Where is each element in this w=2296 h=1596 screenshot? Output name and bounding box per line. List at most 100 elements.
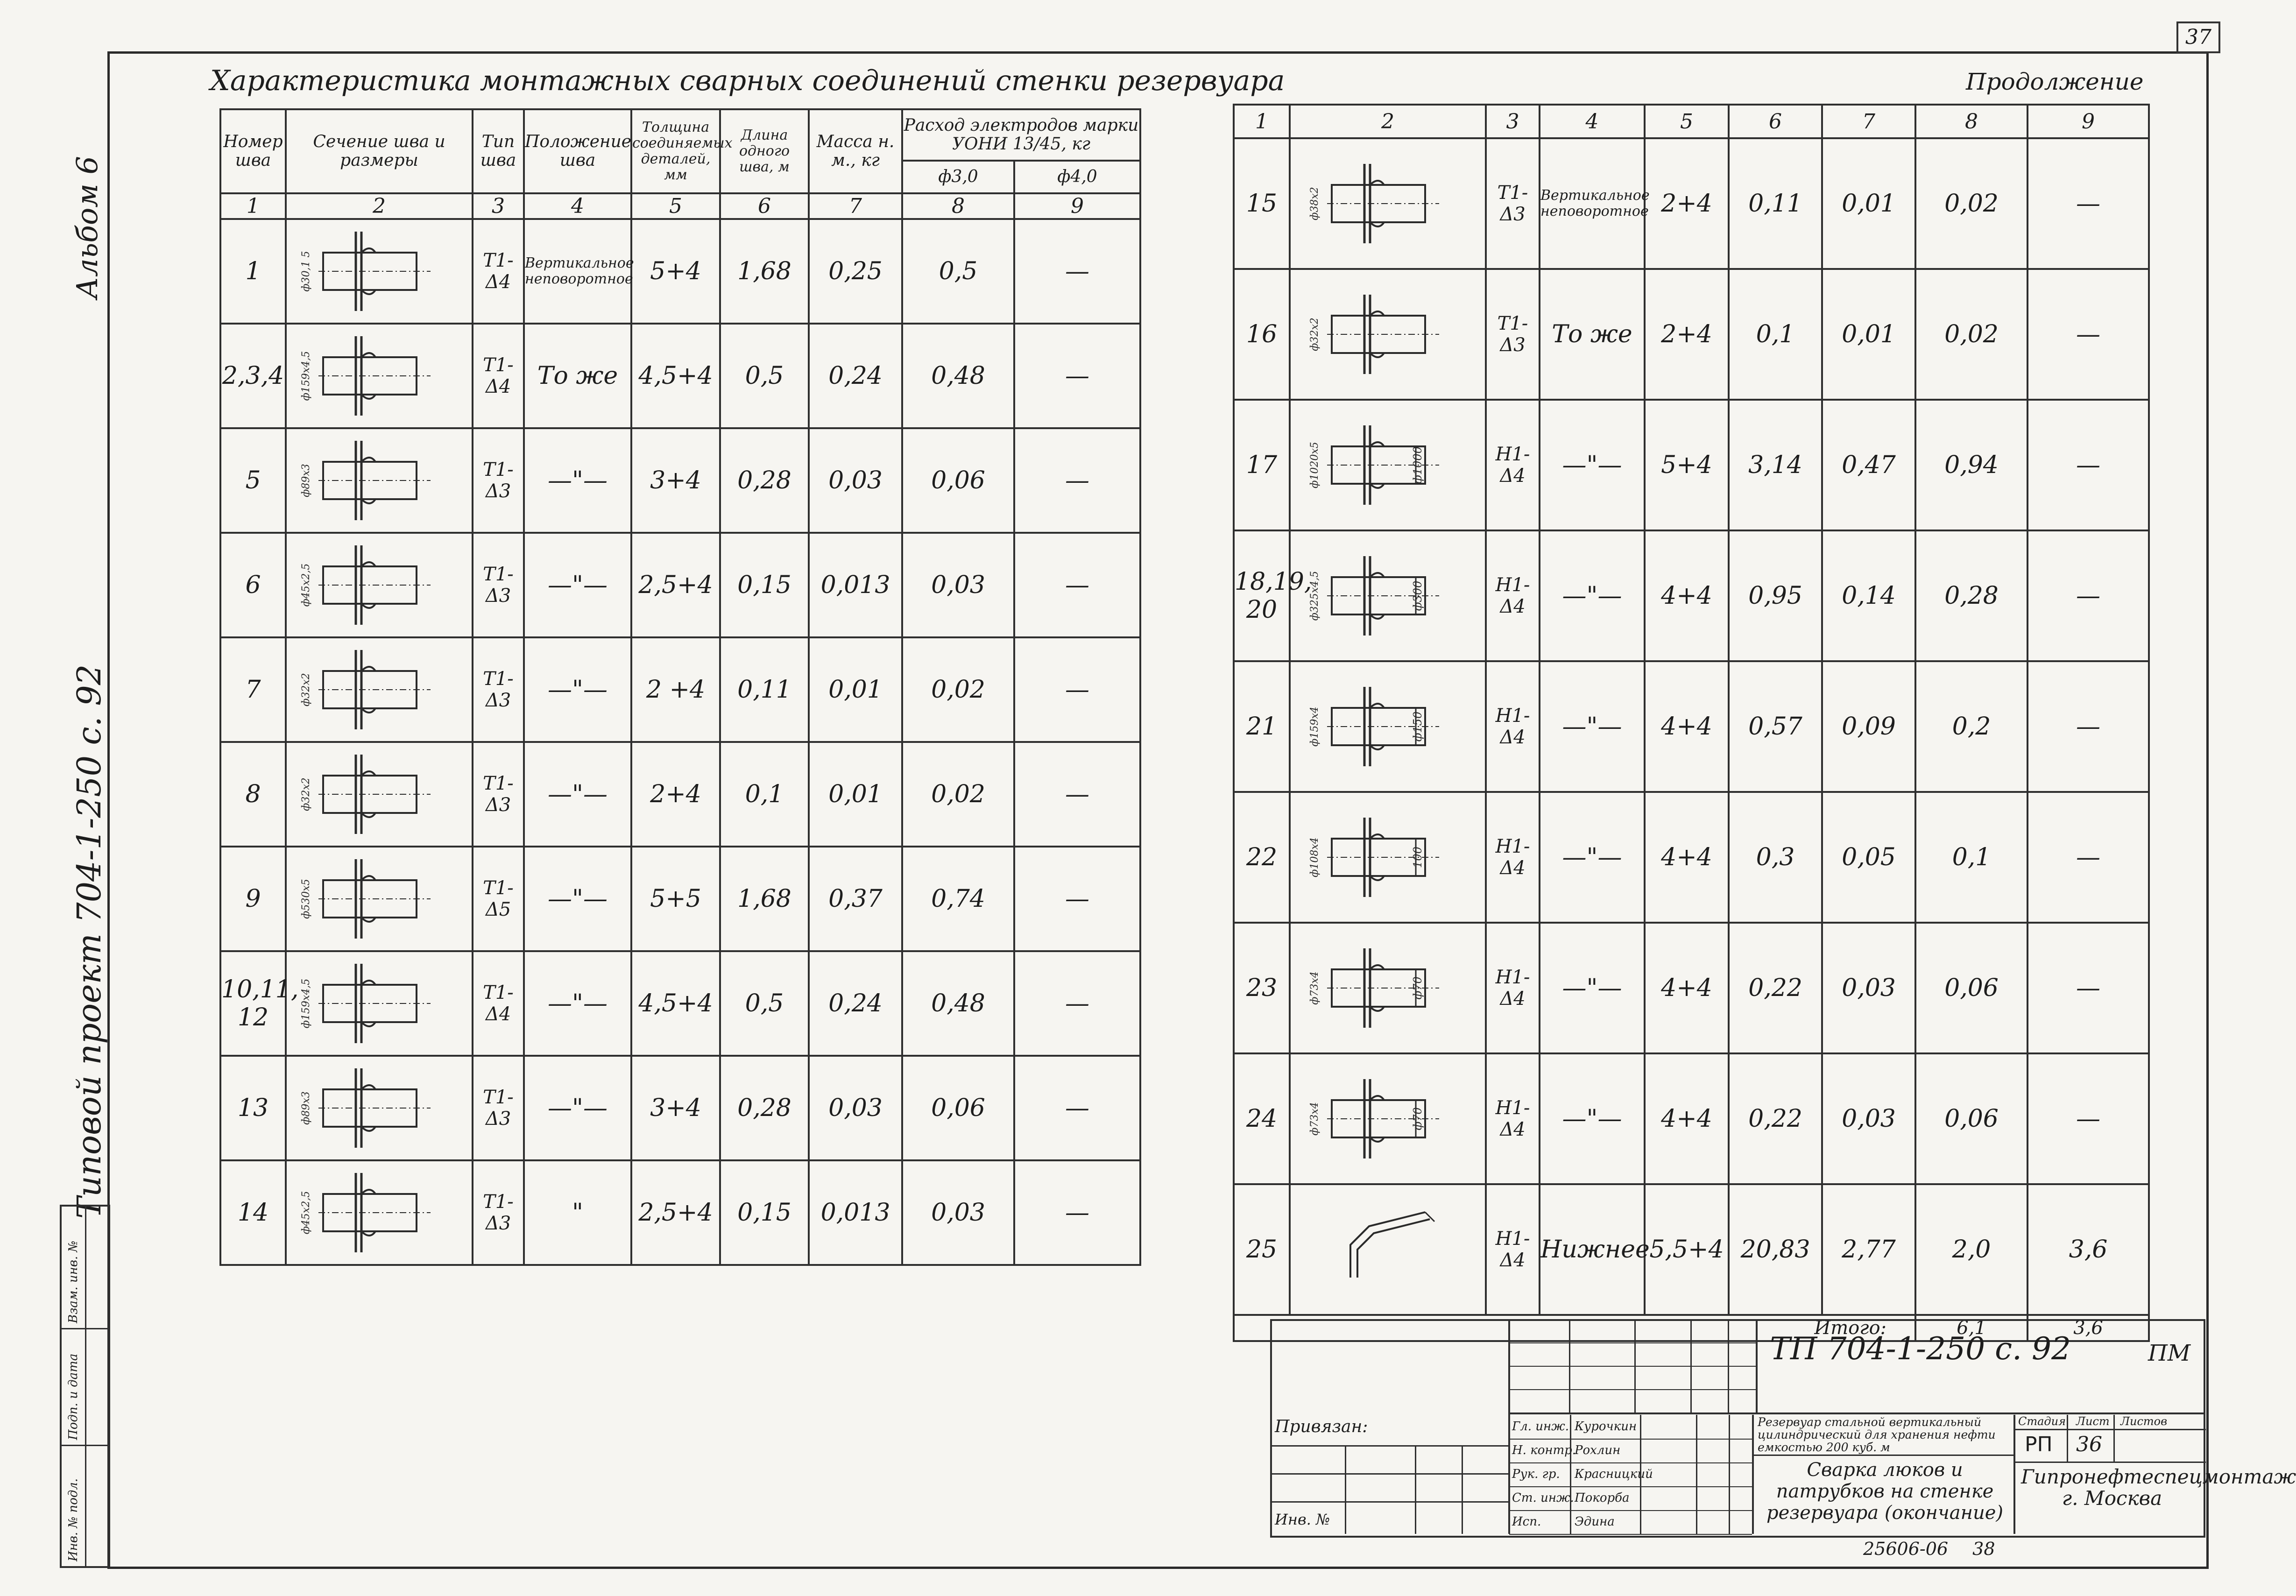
- signature-name: Покорба: [1575, 1491, 1630, 1505]
- side-dimension-label: ф300: [1411, 581, 1424, 611]
- weld-position: Нижнее: [1539, 1183, 1650, 1316]
- pipe-dimension-label: ф530х5: [300, 879, 312, 919]
- electrode-d4: —: [1013, 218, 1141, 325]
- weld-length: 0,28: [719, 1055, 810, 1161]
- joint-thickness: 3+4: [630, 1055, 721, 1161]
- weld-length: 0,1: [719, 741, 810, 847]
- electrode-d3: 0,02: [1915, 268, 2028, 401]
- electrode-d4: —: [2027, 268, 2150, 401]
- weld-length: 0,15: [719, 1159, 810, 1266]
- electrode-d4: —: [2027, 791, 2150, 924]
- column-number: 8: [901, 192, 1015, 220]
- signature-role: Рук. гр.: [1512, 1467, 1560, 1481]
- weld-bead: [1369, 703, 1385, 709]
- weld-section-sketch: ф45х2,5: [300, 1173, 431, 1252]
- weld-length: 20,83: [1728, 1183, 1823, 1316]
- weld-position: —"—: [1539, 399, 1646, 531]
- weld-bead: [360, 1021, 376, 1027]
- weld-length: 0,3: [1728, 791, 1823, 924]
- weld-bead: [360, 457, 376, 463]
- weld-mass: 0,25: [808, 218, 903, 325]
- weld-number: 17: [1233, 399, 1291, 531]
- weld-type: Т1-Δ3: [472, 427, 525, 534]
- weld-position: —"—: [523, 741, 632, 847]
- signature-col-divider: [1570, 1415, 1571, 1534]
- weld-section-sketch: ф32х2: [1309, 295, 1439, 374]
- weld-position: То же: [1539, 268, 1646, 401]
- weld-section-sketch: ф530х5: [300, 859, 431, 939]
- side-dimension-label: ф70: [1411, 976, 1424, 999]
- weld-type: Т1-Δ3: [472, 636, 525, 743]
- archive-number: 25606-06 38: [1863, 1539, 1995, 1559]
- signature-name: Рохлин: [1575, 1443, 1621, 1457]
- weld-mass: 0,01: [808, 741, 903, 847]
- electrode-d3: 0,2: [1915, 660, 2028, 793]
- sheet-title: Сварка люков и патрубков на стенке резер…: [1766, 1459, 2003, 1524]
- weld-type: Т1-Δ3: [1485, 268, 1540, 401]
- column-number: 2: [1289, 104, 1487, 139]
- weld-position: —"—: [1539, 1052, 1646, 1185]
- weld-type: Н1-Δ4: [1485, 1052, 1540, 1185]
- weld-type: Н1-Δ4: [1485, 922, 1540, 1054]
- stage-box: Стадия Лист Листов РП 36 Гипронефтеспецм…: [2013, 1415, 2296, 1534]
- column-number: 6: [719, 192, 810, 220]
- weld-number: 18,19, 20: [1233, 530, 1312, 662]
- weld-position: —"—: [1539, 530, 1646, 662]
- tank-description: Резервуар стальной вертикальный цилиндри…: [1758, 1415, 1996, 1454]
- signature-row: Ст. инж.Покорба: [1509, 1486, 1752, 1511]
- stage-value: РП: [2025, 1433, 2053, 1456]
- weld-section-sketch: ф32х2: [300, 650, 431, 729]
- total-label: Итого:: [1233, 1314, 1916, 1342]
- column-number: 5: [1644, 104, 1730, 139]
- description-box: Резервуар стальной вертикальный цилиндри…: [1752, 1415, 2015, 1534]
- weld-number: 23: [1233, 922, 1291, 1054]
- weld-mass: 0,37: [808, 846, 903, 952]
- weld-number: 10,11, 12: [219, 950, 298, 1057]
- side-dimension-label: ф70: [1411, 1107, 1424, 1130]
- weld-bead: [360, 770, 376, 777]
- total-d3: 6,1: [1915, 1314, 2028, 1342]
- electrode-d3: 0,03: [901, 1159, 1015, 1266]
- weld-bead: [360, 247, 376, 254]
- weld-type: Т1-Δ3: [472, 741, 525, 847]
- electrode-d4: —: [1013, 323, 1141, 429]
- column-number: 3: [1485, 104, 1540, 139]
- inv-label: Инв. №: [1275, 1511, 1330, 1528]
- electrode-d4: —: [1013, 1055, 1141, 1161]
- electrode-d4: —: [2027, 399, 2150, 531]
- header-consumption: Расход электродов марки УОНИ 13/45, кг: [901, 108, 1141, 162]
- header-d3: ф3,0: [901, 160, 1015, 194]
- weld-mark: [1424, 1211, 1435, 1222]
- weld-bead: [1369, 352, 1385, 358]
- pipe-dimension-label: ф89х3: [300, 1091, 312, 1125]
- column-number: 9: [2027, 104, 2150, 139]
- weld-mass: 0,03: [808, 427, 903, 534]
- weld-section: ф159х4,5: [285, 323, 473, 429]
- electrode-d3: 0,02: [901, 741, 1015, 847]
- inv-label-3: Взам. инв. №: [66, 1240, 80, 1323]
- weld-number: 25: [1233, 1183, 1291, 1316]
- electrode-d4: —: [1013, 427, 1141, 534]
- joint-thickness: 2 +4: [630, 636, 721, 743]
- weld-number: 6: [219, 532, 287, 638]
- archive-page: 38: [1972, 1539, 1995, 1559]
- weld-position: —"—: [523, 532, 632, 638]
- weld-position: —"—: [523, 950, 632, 1057]
- weld-section: ф32х2: [1289, 268, 1487, 401]
- weld-length: 0,22: [1728, 922, 1823, 1054]
- weld-bead: [1369, 614, 1385, 620]
- electrode-d3: 0,06: [1915, 1052, 2028, 1185]
- electrode-d3: 0,74: [901, 846, 1015, 952]
